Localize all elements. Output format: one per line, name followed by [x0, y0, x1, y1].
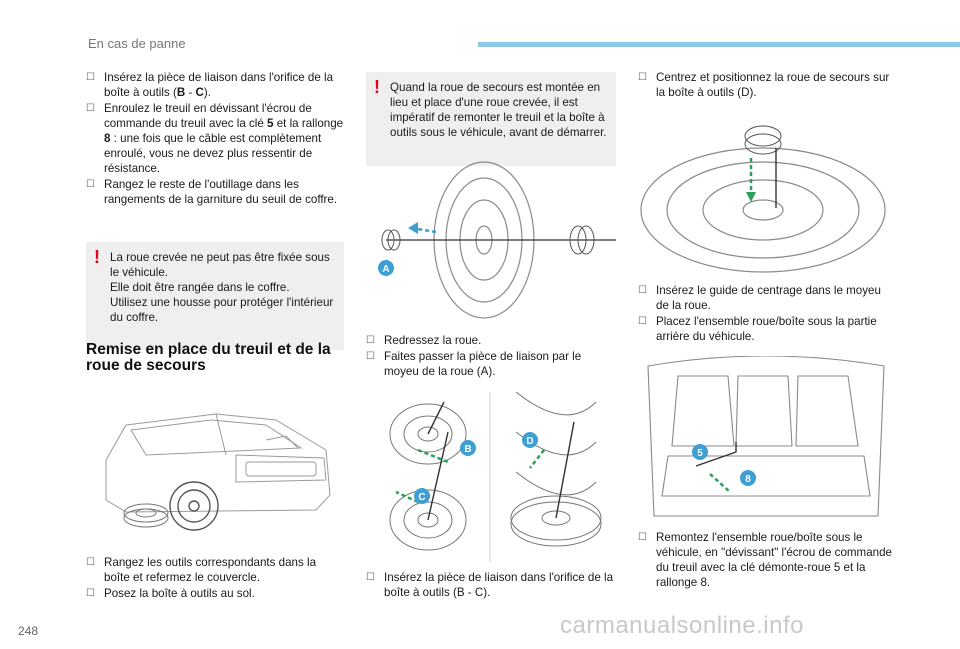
label-d-badge: [522, 432, 538, 448]
warning-icon: !: [374, 77, 380, 97]
car-illustration: [105, 413, 331, 531]
list-item: Insérez le guide de centrage dans le moy…: [638, 283, 896, 313]
label-8-badge: [740, 470, 756, 486]
list-item: Enroulez le treuil en dévissant l'écrou …: [86, 101, 344, 176]
page-number: 248: [18, 624, 39, 638]
watermark: carmanualsonline.info: [560, 612, 804, 639]
label-c-badge: [414, 488, 430, 504]
instruction-list-2a: Redressez la roue. Faites passer la pièc…: [366, 333, 616, 379]
instruction-list-1b-wrap: Rangez les outils correspondants dans la…: [86, 555, 344, 602]
column-3: Centrez et positionnez la roue de secour…: [638, 70, 896, 101]
warning-icon: !: [94, 247, 100, 267]
list-item: Faites passer la pièce de liaison par le…: [366, 349, 616, 379]
list-item: Posez la boîte à outils au sol.: [86, 586, 344, 601]
warning-box-flat-tyre: ! La roue crevée ne peut pas être fixée …: [86, 242, 344, 350]
instruction-list-1: Insérez la pièce de liaison dans l'orifi…: [86, 70, 344, 207]
list-item: Rangez le reste de l'outillage dans les …: [86, 177, 344, 207]
instruction-list-3c: Remontez l'ensemble roue/boîte sous le v…: [638, 530, 896, 590]
wheel-hub-illustration: A: [378, 161, 616, 319]
label-b-badge: [460, 440, 476, 456]
instruction-list-3c-wrap: Remontez l'ensemble roue/boîte sous le v…: [638, 530, 896, 591]
label-5: 5: [697, 448, 703, 459]
instruction-list-2b: Insérez la pièce de liaison dans l'orifi…: [366, 570, 616, 600]
instruction-list-3a: Centrez et positionnez la roue de secour…: [638, 70, 896, 100]
list-item: Remontez l'ensemble roue/boîte sous le v…: [638, 530, 896, 590]
warning-text: La roue crevée ne peut pas être fixée so…: [110, 251, 334, 324]
instruction-list-2a-wrap: Redressez la roue. Faites passer la pièc…: [366, 333, 616, 380]
list-item: Placez l'ensemble roue/boîte sous la par…: [638, 314, 896, 344]
toolbox-illustration: B C D: [389, 392, 602, 562]
label-8: 8: [745, 474, 751, 485]
list-item: Redressez la roue.: [366, 333, 616, 348]
list-item: Insérez la pièce de liaison dans l'orifi…: [366, 570, 616, 600]
instruction-list-2b-wrap: Insérez la pièce de liaison dans l'orifi…: [366, 570, 616, 601]
instruction-list-3b: Insérez le guide de centrage dans le moy…: [638, 283, 896, 344]
label-5-badge: [692, 444, 708, 460]
header-title: En cas de panne: [88, 36, 186, 51]
label-b: B: [464, 444, 471, 455]
header-bar: [478, 42, 960, 47]
label-d: D: [526, 436, 533, 447]
instruction-list-3b-wrap: Insérez le guide de centrage dans le moy…: [638, 283, 896, 345]
list-item: Rangez les outils correspondants dans la…: [86, 555, 344, 585]
spare-wheel-top-illustration: [640, 125, 886, 273]
column-1: Insérez la pièce de liaison dans l'orifi…: [86, 70, 344, 208]
list-item: Centrez et positionnez la roue de secour…: [638, 70, 896, 100]
instruction-list-1b: Rangez les outils correspondants dans la…: [86, 555, 344, 601]
label-a: A: [382, 264, 389, 275]
section-title: Remise en place du treuil et de la roue …: [86, 341, 331, 374]
boot-illustration: 5 8: [647, 356, 885, 517]
list-item: Insérez la pièce de liaison dans l'orifi…: [86, 70, 344, 100]
label-c: C: [418, 492, 425, 503]
warning-text: Quand la roue de secours est montée en l…: [390, 81, 607, 139]
warning-box-spare-wheel: ! Quand la roue de secours est montée en…: [366, 72, 616, 166]
label-a-badge: [378, 260, 394, 276]
